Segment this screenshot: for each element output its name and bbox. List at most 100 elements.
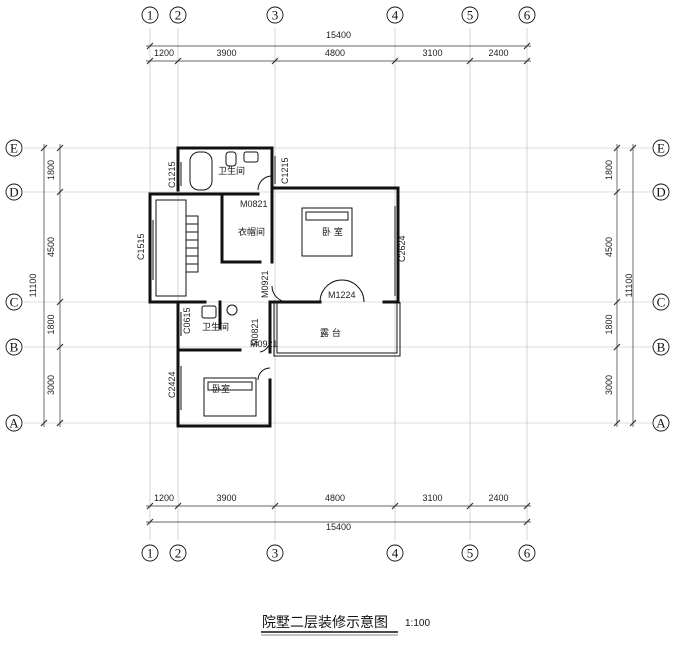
room-label-bath-top: 卫生间 [218,165,245,177]
dim-tick [466,57,474,65]
opening-c2624: C2624 [397,235,407,262]
dim-tick [613,188,621,196]
opening-m0821-top: M0821 [240,199,268,209]
room-label-master-bed: 卧 室 [322,226,343,238]
dim-segment-right-3: 1800 [604,314,614,334]
axis-bubble-right-E-circle [652,139,670,157]
axis-bubble-left-A: A [9,416,19,431]
dim-tick [174,502,182,510]
axis-bubble-bottom-5: 5 [467,546,474,561]
dim-total-right: 11100 [624,274,634,298]
opening-m0921-b: M0921 [250,339,278,349]
axis-bubble-left-C-circle [5,293,23,311]
dim-tick [56,188,64,196]
dim-tick [613,298,621,306]
dim-tick [146,57,154,65]
dim-tick [174,57,182,65]
room-label-terrace: 露 台 [320,327,341,339]
opening-m1224: M1224 [328,290,356,300]
dimension-lines [40,42,637,526]
dim-segment-bottom-5: 2400 [488,493,508,503]
axis-bubble-top-2: 2 [175,8,182,23]
axis-bubble-bottom-3-circle [266,544,284,562]
dim-segment-left-2: 4500 [46,237,56,257]
opening-m0821-b: M0821 [250,318,260,346]
axis-bubble-left-E: E [10,141,18,156]
dim-tick [56,298,64,306]
axis-bubble-bottom-1: 1 [147,546,154,561]
dim-segment-right-1: 1800 [604,160,614,180]
axis-grid-lines [24,28,652,540]
axis-bubble-top-1-circle [141,6,159,24]
opening-c1215-right: C1215 [280,157,290,184]
axis-bubble-top-1: 1 [147,8,154,23]
room-label-bed-small: 卧室 [212,383,230,395]
axis-bubble-left-B-circle [5,338,23,356]
dim-segment-bottom-3: 4800 [325,493,345,503]
axis-bubble-right-E: E [657,141,665,156]
dim-segment-bottom-1: 1200 [154,493,174,503]
drawing-scale: 1:100 [405,618,430,629]
dim-tick [271,502,279,510]
dim-segment-top-3: 4800 [325,48,345,58]
dim-tick [523,42,531,50]
dim-tick [629,144,637,152]
axis-bubble-bottom-2-circle [169,544,187,562]
dim-segment-left-3: 1800 [46,314,56,334]
terrace-outline [273,302,401,357]
dim-segment-right-2: 4500 [604,237,614,257]
axis-bubble-left-D-circle [5,183,23,201]
axis-bubble-top-6: 6 [524,8,531,23]
axis-bubble-bottom-4: 4 [392,546,399,561]
dim-segment-left-1: 1800 [46,160,56,180]
axis-bubble-right-A: A [656,416,666,431]
axis-bubble-top-5: 5 [467,8,474,23]
opening-c1515: C1515 [136,233,146,260]
dim-total-left: 11100 [28,274,38,298]
opening-c0615: C0615 [182,307,192,334]
dim-segment-right-4: 3000 [604,375,614,395]
dim-tick [56,419,64,427]
axis-bubble-right-B-circle [652,338,670,356]
axis-bubble-right-A-circle [652,414,670,432]
dim-segment-top-1: 1200 [154,48,174,58]
dim-segment-bottom-2: 3900 [216,493,236,503]
dim-tick [146,502,154,510]
dim-tick [629,419,637,427]
axis-bubble-top-4: 4 [392,8,399,23]
axis-bubble-top-3: 3 [272,8,279,23]
axis-bubble-bottom-6-circle [518,544,536,562]
dim-tick [523,57,531,65]
axis-bubble-left-E-circle [5,139,23,157]
walls [148,146,400,428]
axis-bubble-right-C: C [657,295,666,310]
dim-segment-top-2: 3900 [216,48,236,58]
opening-m0921-a: M0921 [260,270,270,298]
axis-bubble-right-D-circle [652,183,670,201]
axis-bubble-bottom-6: 6 [524,546,531,561]
axis-bubble-top-6-circle [518,6,536,24]
dim-tick [146,42,154,50]
dim-tick [613,419,621,427]
opening-c1215-left: C1215 [167,161,177,188]
axis-bubble-bottom-3: 3 [272,546,279,561]
axis-bubble-bottom-2: 2 [175,546,182,561]
axis-bubble-top-2-circle [169,6,187,24]
opening-c2424: C2424 [167,371,177,398]
dim-tick [613,144,621,152]
axis-bubble-right-C-circle [652,293,670,311]
dim-segment-top-4: 3100 [422,48,442,58]
axis-bubble-left-D: D [9,185,18,200]
dim-tick [146,518,154,526]
axis-bubble-top-4-circle [386,6,404,24]
room-label-closet: 衣帽间 [238,226,265,238]
dim-segment-left-4: 3000 [46,375,56,395]
axis-bubble-right-B: B [657,340,666,355]
drawing-title: 院墅二层装修示意图 [262,614,388,631]
dim-total-top: 15400 [326,30,351,40]
dim-tick [466,502,474,510]
dim-tick [391,502,399,510]
